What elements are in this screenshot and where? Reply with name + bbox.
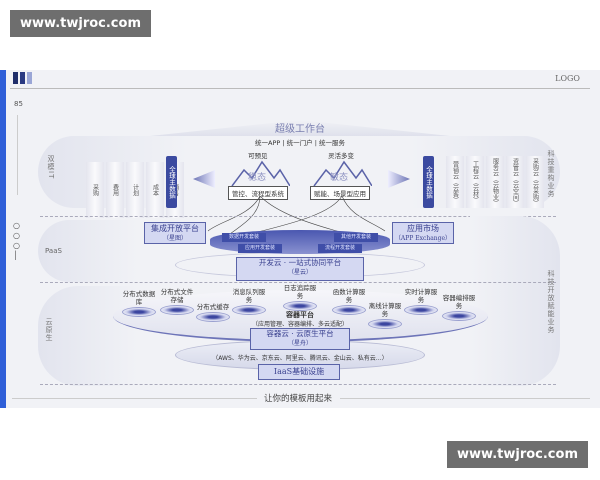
service-item: 函数计算服务 <box>332 288 366 316</box>
container-cloud-sub: （星舟） <box>287 340 312 347</box>
dev-cloud-title: 开发云 · 一站式协同平台 <box>258 258 342 267</box>
kit-process: 流程开发套装 <box>318 244 362 253</box>
right-band-label: 科技重构业务 <box>547 150 555 198</box>
service-label: 实时计算服务 <box>404 288 438 304</box>
kit-app: 应用开发套装 <box>238 244 282 253</box>
column-item: 采购 <box>86 162 104 218</box>
stable-caption: 可预见 <box>248 152 268 160</box>
service-disk-icon <box>283 301 317 311</box>
app-market: 应用市场 （APP Exchange） <box>392 222 454 244</box>
service-label: 消息队列服务 <box>232 288 266 304</box>
service-item: 日志追踪服务 <box>283 284 317 312</box>
right-master-data: 全球主数据 <box>423 156 434 208</box>
agile-caption: 灵活多变 <box>328 152 354 160</box>
service-label: 分布式数据库 <box>122 290 156 306</box>
header-block-icon <box>27 72 32 84</box>
column-item: 成本 <box>146 162 164 218</box>
connector-lines <box>207 196 386 235</box>
guide-line <box>17 115 18 195</box>
right-columns: 营销云（云客） 工程云（云材） 服务云（云物业） 资管云（云空间） 采购云（云采… <box>446 156 544 208</box>
service-item: 分布式缓存 <box>196 303 230 323</box>
service-disk-icon <box>332 305 366 315</box>
service-disk-icon <box>160 305 194 315</box>
right-lower-band <box>470 216 560 386</box>
stable-mountain-text: 稳态 <box>248 173 267 183</box>
circle-icons: ○○○│ <box>13 221 20 260</box>
logo: LOGO <box>555 74 580 83</box>
integration-sub: （星图） <box>162 235 187 242</box>
column-item: 营销云（云客） <box>446 156 464 208</box>
service-item: 容器编排服务 <box>442 294 476 322</box>
column-item: 费用 <box>106 162 124 218</box>
kit-other: 其他开发套装 <box>334 233 378 242</box>
service-disk-icon <box>122 307 156 317</box>
header-line <box>10 88 590 89</box>
kit-data: 数据开发套装 <box>222 233 266 242</box>
service-disk-icon <box>196 312 230 322</box>
service-label: 分布式文件存储 <box>160 288 194 304</box>
integration-title: 集成开放平台 <box>151 224 199 233</box>
divider-1 <box>40 216 556 217</box>
header-block-icon <box>20 72 25 84</box>
column-item: 资管云（云空间） <box>506 156 524 208</box>
column-item: 工程云（云材） <box>466 156 484 208</box>
iaas-box: IaaS基础设施 <box>258 364 340 380</box>
service-disk-icon <box>404 305 438 315</box>
container-platform-sub: （应用管理、容器编排、多云适配） <box>251 321 348 328</box>
dev-cloud: 开发云 · 一站式协同平台 （星云） <box>236 257 364 281</box>
column-item: 服务云（云物业） <box>486 156 504 208</box>
left-master-data: 全球主数据 <box>166 156 177 208</box>
service-label: 容器编排服务 <box>442 294 476 310</box>
column-item: 采购云（云采购） <box>526 156 544 208</box>
service-disk-icon <box>368 319 402 329</box>
service-label: 日志追踪服务 <box>283 284 317 300</box>
watermark-bottom: www.twjroc.com <box>447 441 588 468</box>
service-item: 分布式数据库 <box>122 290 156 318</box>
agile-label: 赋能、场景型应用 <box>310 186 370 200</box>
workbench-title: 超级工作台 <box>275 124 325 135</box>
cloud-providers: （AWS、华为云、京东云、阿里云、腾讯云、金山云、私有云…） <box>212 355 388 362</box>
agile-mountain-text: 敏态 <box>330 173 349 183</box>
header-block-icon <box>13 72 18 84</box>
footer-line-left <box>12 398 257 399</box>
left-columns: 采购 费用 计划 成本 销售 <box>86 162 184 218</box>
service-item: 分布式文件存储 <box>160 288 194 316</box>
workbench-subtitle: 统一APP | 统一门户 | 统一服务 <box>255 139 345 147</box>
side-accent-bar <box>0 70 6 408</box>
page-number: 85 <box>14 100 23 108</box>
service-label: 离线计算服务 <box>368 302 402 318</box>
service-label: 函数计算服务 <box>332 288 366 304</box>
service-disk-icon <box>232 305 266 315</box>
service-item: 消息队列服务 <box>232 288 266 316</box>
integration-platform: 集成开放平台 （星图） <box>144 222 206 244</box>
service-item: 实时计算服务 <box>404 288 438 316</box>
left-band-label: 双模IT <box>47 155 55 180</box>
footer-slogan: 让你的模板用起来 <box>263 394 332 404</box>
paas-band <box>38 220 138 282</box>
cloud-native-label: 云原生 <box>45 318 53 342</box>
market-sub: （APP Exchange） <box>394 235 452 242</box>
column-item: 计划 <box>126 162 144 218</box>
service-item: 离线计算服务 <box>368 302 402 330</box>
divider-2 <box>40 282 556 283</box>
market-title: 应用市场 <box>407 224 439 233</box>
paas-label: PaaS <box>45 247 62 255</box>
divider-3 <box>40 384 556 385</box>
service-disk-icon <box>442 311 476 321</box>
dev-cloud-sub: （星云） <box>287 269 312 276</box>
mountain-agile-icon <box>313 160 372 186</box>
container-platform-title: 容器平台 <box>286 311 314 319</box>
container-cloud: 容器云 · 云原生平台 （星舟） <box>250 328 350 350</box>
watermark-top: www.twjroc.com <box>10 10 151 37</box>
footer-line-right <box>340 398 590 399</box>
right-lower-label: 科技开放赋能业务 <box>547 270 555 334</box>
mountain-stable-icon <box>231 160 290 186</box>
container-cloud-title: 容器云 · 云原生平台 <box>266 329 334 338</box>
service-label: 分布式缓存 <box>196 303 230 311</box>
cloud-native-band <box>38 286 138 386</box>
